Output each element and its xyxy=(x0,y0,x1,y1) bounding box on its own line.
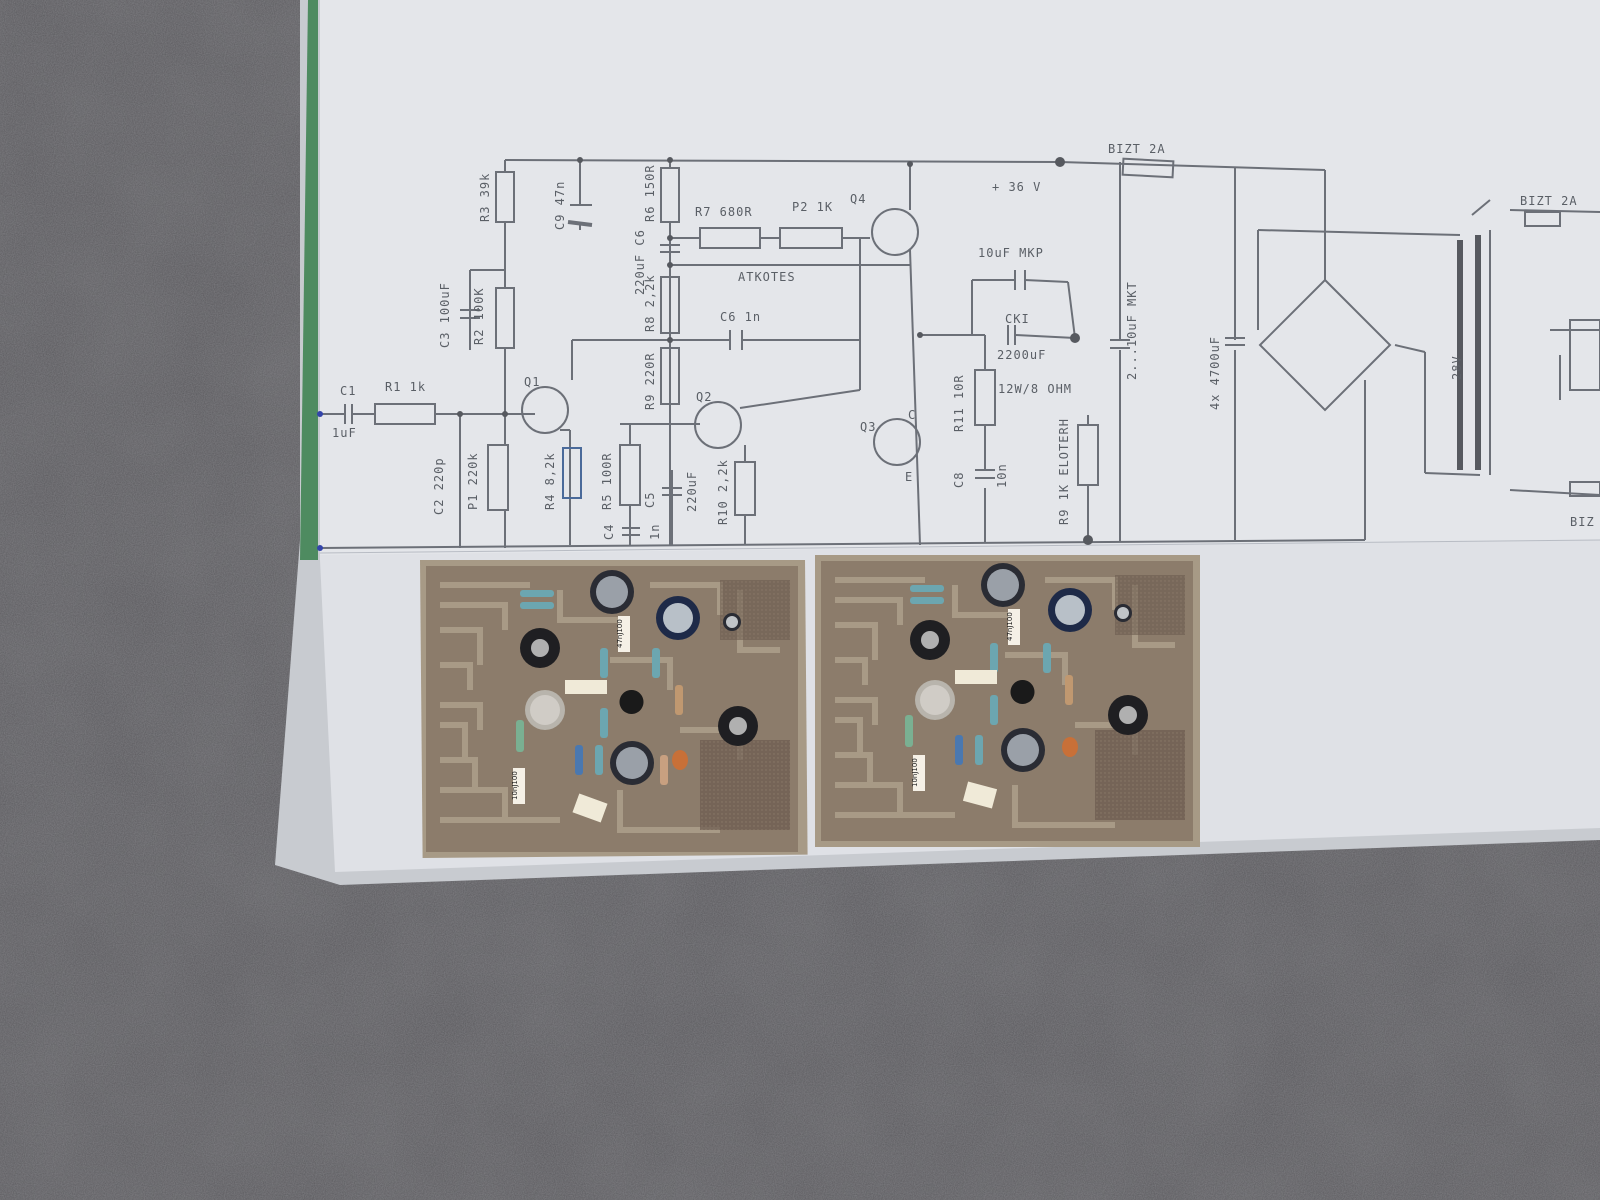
label-r4: R4 8,2k xyxy=(543,452,557,510)
cap-tag-bottom: 10nJ100 xyxy=(911,758,919,787)
label-r10: R10 2,2k xyxy=(716,459,730,525)
label-c4-value: 1n xyxy=(648,523,662,540)
label-q3: Q3 xyxy=(860,420,877,434)
label-fuse-main: BIZT 2A xyxy=(1108,142,1166,156)
cap-tag-bottom: 10nJ100 xyxy=(511,771,519,800)
label-r5: R5 100R xyxy=(600,452,614,510)
label-c2: C2 220p xyxy=(432,457,446,515)
label-cki-value: 2200uF xyxy=(997,348,1047,362)
label-q3-emitter: E xyxy=(905,470,914,484)
label-fuse-secondary: BIZT 2A xyxy=(1520,194,1578,208)
label-r7: R7 680R xyxy=(695,205,753,219)
cap-tag-top: 47nJ100 xyxy=(616,619,624,648)
label-c1: C1 xyxy=(340,384,357,398)
label-c6: C6 1n xyxy=(720,310,762,324)
label-r3: R3 39k xyxy=(478,172,492,222)
label-r9-eloterh: R9 1K ELOTERH xyxy=(1057,418,1071,525)
label-c5-value: 220uF xyxy=(685,470,699,512)
label-transformer: 28V xyxy=(1450,355,1464,380)
label-c1-value: 1uF xyxy=(332,426,357,440)
label-feedback: ATKOTES xyxy=(738,270,796,284)
label-q3-collector: C xyxy=(908,408,917,422)
label-c3: C3 100uF xyxy=(438,282,452,348)
label-q1: Q1 xyxy=(524,375,541,389)
label-c8-value: 10n xyxy=(995,463,1009,488)
label-supply: + 36 V xyxy=(992,180,1042,194)
label-r1: R1 1k xyxy=(385,380,427,394)
label-q2: Q2 xyxy=(696,390,713,404)
label-r6: R6 150R xyxy=(643,164,657,222)
label-r9: R9 220R xyxy=(643,352,657,410)
label-q4: Q4 xyxy=(850,192,867,206)
label-p1: P1 220k xyxy=(466,452,480,510)
label-p2: P2 1K xyxy=(792,200,834,214)
label-cki: CKI xyxy=(1005,312,1030,326)
label-c9: C9 47n xyxy=(553,180,567,230)
label-c-mkp: 10uF MKP xyxy=(978,246,1044,260)
cap-tag-top: 47nJ100 xyxy=(1006,612,1014,641)
label-r2: R2 100K xyxy=(472,287,486,345)
pcb-board-right: 47nJ100 10nJ100 xyxy=(815,555,1200,847)
label-c4: C4 xyxy=(602,523,616,540)
label-c-mkt: 2...10uF MKT xyxy=(1125,281,1139,380)
pcb-board-left: 47nJ100 10nJ100 xyxy=(420,560,808,858)
label-output: 12W/8 OHM xyxy=(998,382,1073,396)
label-c5: C5 xyxy=(643,491,657,508)
label-c-bulk: 4x 4700uF xyxy=(1208,335,1222,410)
label-r11: R11 10R xyxy=(952,374,966,432)
label-fuse-cut: BIZ xyxy=(1570,515,1595,529)
resistors xyxy=(516,590,683,785)
label-c8: C8 xyxy=(952,471,966,488)
label-r8: R8 2,2k xyxy=(643,274,657,332)
